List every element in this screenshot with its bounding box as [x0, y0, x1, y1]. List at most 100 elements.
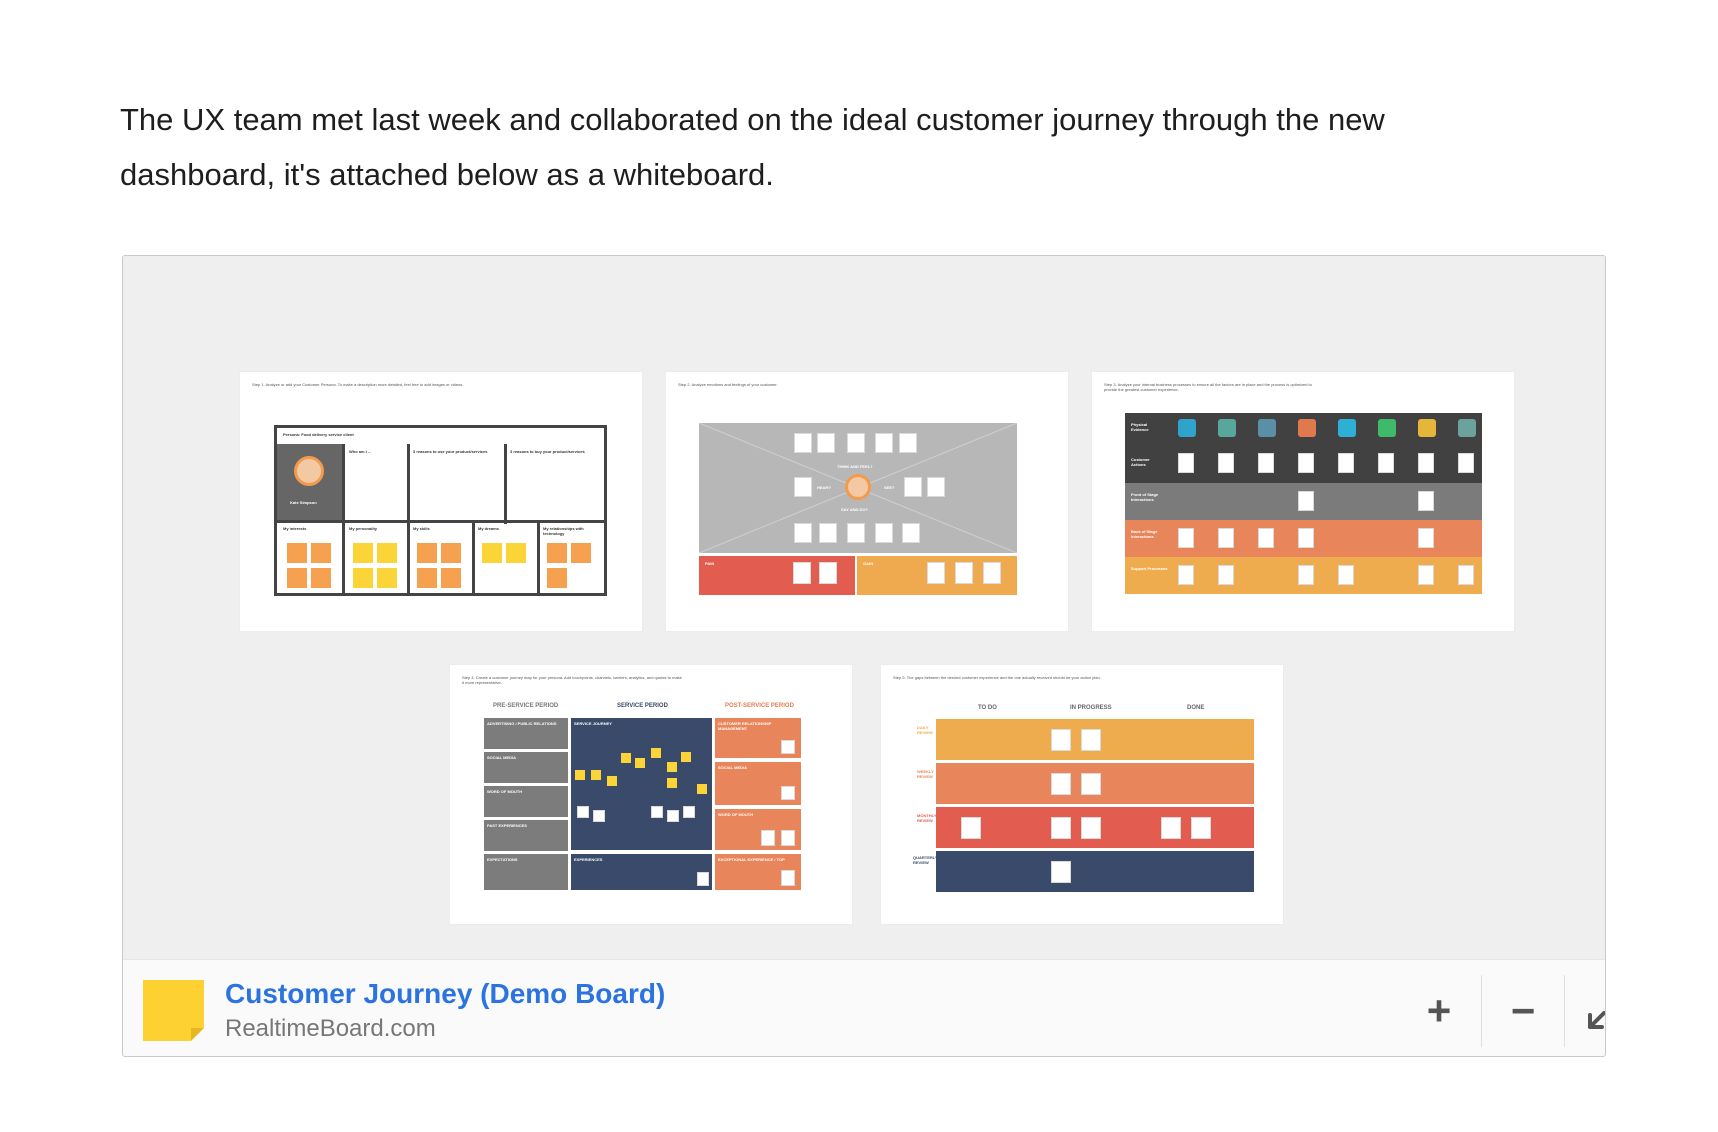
zoom-out-button[interactable]: − [1482, 975, 1564, 1047]
journey-block: CUSTOMER RELATIONSHIP MANAGEMENT [715, 718, 801, 758]
journey-period-post: POST-SERVICE PERIOD [725, 703, 794, 709]
journey-block: SOCIAL MEDIA [484, 752, 568, 783]
journey-block-label: ADVERTISING / PUBLIC RELATIONS [487, 721, 557, 726]
board-sticky-fold [191, 1028, 204, 1041]
persona-bottom-interests: My interests [283, 526, 307, 531]
avatar [845, 474, 871, 500]
journey-note [683, 806, 695, 818]
sticky-note [287, 543, 307, 563]
blueprint-note [1338, 453, 1354, 473]
frame-caption: Step 5. The gaps between the desired cus… [893, 675, 1101, 680]
journey-note [781, 740, 795, 754]
sticky-note [547, 568, 567, 588]
blueprint-note [1418, 453, 1434, 473]
board-title-link[interactable]: Customer Journey (Demo Board) [225, 978, 666, 1009]
board-frame-persona[interactable]: Step 1. Analyze or add your Customer Per… [240, 372, 642, 631]
empathy-gain: GAIN [857, 556, 1017, 595]
empathy-map: THINK AND FEEL? SAY AND DO? HEAR? SEE? [699, 423, 1017, 553]
journey-block-label: EXCEPTIONAL EXPERIENCE / TOP [718, 857, 785, 862]
action-col-done: DONE [1187, 705, 1205, 711]
journey-note [651, 806, 663, 818]
intro-paragraph: The UX team met last week and collaborat… [120, 102, 1385, 192]
sticky-note [681, 752, 691, 762]
blueprint-note [1178, 528, 1194, 548]
blueprint-row-label: Front of Stage Interactions [1131, 492, 1159, 502]
sticky-note [482, 543, 502, 563]
empathy-note [819, 562, 837, 584]
sticky-note [311, 543, 331, 563]
journey-note [697, 872, 709, 886]
action-row-label: WEEKLY REVIEW [917, 769, 934, 779]
stage-icon [1298, 419, 1316, 437]
sticky-note [697, 784, 707, 794]
blueprint-note [1418, 491, 1434, 511]
persona-divider [277, 520, 604, 523]
blueprint-note [1418, 565, 1434, 585]
embed-footer: Customer Journey (Demo Board) RealtimeBo… [123, 959, 1605, 1056]
journey-block-label: EXPECTATIONS [487, 857, 518, 862]
sticky-note [311, 568, 331, 588]
journey-block-label: SOCIAL MEDIA [718, 765, 748, 770]
empathy-note [983, 562, 1001, 584]
empathy-see: SEE? [884, 485, 895, 490]
board-canvas[interactable]: Step 1. Analyze or add your Customer Per… [123, 256, 1605, 959]
persona-col-reasons-buy: 3 reasons to buy your product/services [510, 449, 585, 454]
journey-note [781, 786, 795, 800]
blueprint-row-label: Customer Actions [1131, 457, 1150, 467]
stage-icon [1218, 419, 1236, 437]
empathy-note [927, 562, 945, 584]
minus-icon: − [1510, 987, 1536, 1034]
action-row-label: MONTHLY REVIEW [917, 813, 937, 823]
journey-block: ADVERTISING / PUBLIC RELATIONS [484, 718, 568, 749]
sticky-note [635, 758, 645, 768]
blueprint-note [1258, 528, 1274, 548]
empathy-note [794, 477, 812, 497]
journey-block-label: WORD OF MOUTH [487, 789, 523, 794]
action-note [1051, 817, 1071, 839]
empathy-note [904, 477, 922, 497]
journey-block-label: CUSTOMER RELATIONSHIP MANAGEMENT [718, 721, 772, 731]
blueprint-note [1218, 565, 1234, 585]
zoom-in-button[interactable]: + [1398, 975, 1480, 1047]
empathy-note [955, 562, 973, 584]
blueprint-row-label: Support Processes [1131, 566, 1168, 571]
blueprint-back-row: Back of Stage Interactions [1125, 520, 1482, 557]
journey-service-col: SERVICE JOURNEY EXPERIENCES [571, 718, 712, 890]
journey-note [781, 830, 795, 846]
sticky-note [667, 762, 677, 772]
sticky-note [506, 543, 526, 563]
fullscreen-button[interactable] [1565, 975, 1605, 1047]
empathy-note [902, 523, 920, 543]
board-frame-action-plan[interactable]: Step 5. The gaps between the desired cus… [881, 665, 1283, 924]
expand-icon [1588, 1011, 1605, 1029]
blueprint-note [1338, 565, 1354, 585]
board-frame-journey[interactable]: Step 4. Create a customer journey map fo… [450, 665, 852, 924]
sticky-note [591, 770, 601, 780]
sticky-note [377, 568, 397, 588]
journey-block-label: PAST EXPERIENCES [487, 823, 527, 828]
action-note [1161, 817, 1181, 839]
empathy-note [817, 433, 835, 453]
blueprint-support-row: Support Processes [1125, 557, 1482, 594]
journey-period-pre: PRE-SERVICE PERIOD [493, 703, 559, 709]
persona-bottom-dreams: My dreams [478, 526, 499, 531]
empathy-note [847, 433, 865, 453]
blueprint-evidence-row: Physical Evidence Customer Actions [1125, 413, 1482, 483]
blueprint-note [1418, 528, 1434, 548]
journey-block-label: SOCIAL MEDIA [487, 755, 517, 760]
empathy-pain: PAIN [699, 556, 855, 595]
sticky-note [287, 568, 307, 588]
board-frame-blueprint[interactable]: Step 3. Analyze your internal business p… [1092, 372, 1514, 631]
board-frame-empathy[interactable]: Step 2. Analyze emotions and feelings of… [666, 372, 1068, 631]
journey-block: EXPECTATIONS [484, 854, 568, 890]
action-col-todo: TO DO [978, 705, 997, 711]
blueprint-note [1218, 453, 1234, 473]
empathy-think-feel: THINK AND FEEL? [837, 464, 873, 469]
sticky-note [621, 753, 631, 763]
stage-icon [1178, 419, 1196, 437]
sticky-note [441, 568, 461, 588]
frame-caption: Step 3. Analyze your internal business p… [1104, 382, 1312, 392]
journey-pre-col: ADVERTISING / PUBLIC RELATIONS SOCIAL ME… [484, 718, 568, 890]
persona-col-reasons-use: 3 reasons to use your product/services [413, 449, 488, 454]
blueprint-note [1298, 528, 1314, 548]
